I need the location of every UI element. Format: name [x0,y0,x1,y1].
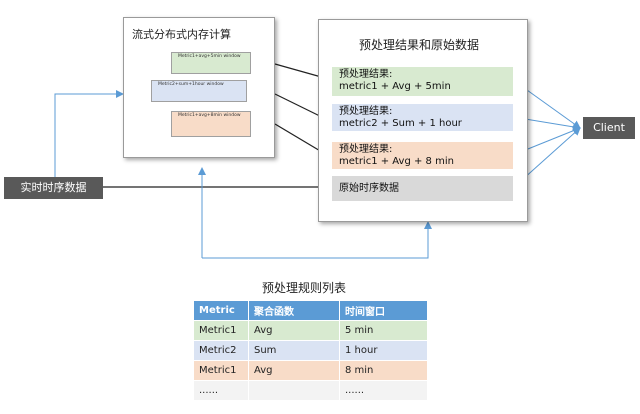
rules-header-row: Metric 聚合函数 时间窗口 [194,301,428,321]
raw-data-box: 原始时序数据 [332,176,513,201]
table-row: ...... ...... [194,381,428,401]
result-box-3: 预处理结果: metric1 + Avg + 8 min [332,142,513,169]
cell-metric: Metric1 [194,321,249,341]
window-box-2: Metric2+sum+1hour window [151,80,247,102]
result-1-text: metric1 + Avg + 5min [339,81,451,92]
cell-metric: Metric2 [194,341,249,361]
table-row: Metric2 Sum 1 hour [194,341,428,361]
rules-to-result-line [202,221,432,259]
cell-window: ...... [340,381,428,401]
cell-window: 5 min [340,321,428,341]
input-to-compute-line [54,90,124,178]
compute-panel-title: 流式分布式内存计算 [132,28,231,41]
result-3-text: metric1 + Avg + 8 min [339,156,454,167]
client-label: Client [583,117,635,139]
header-metric: Metric [194,301,249,321]
cell-aggregate: Avg [249,361,340,381]
result-panel-title: 预处理结果和原始数据 [359,38,480,52]
result-1-heading: 预处理结果: [339,69,393,80]
result-box-1: 预处理结果: metric1 + Avg + 5min [332,67,513,96]
rules-table: Metric 聚合函数 时间窗口 Metric1 Avg 5 min Metri… [194,301,428,401]
window-box-3: Metric1+avg+8min window [171,111,251,137]
cell-metric: ...... [194,381,249,401]
input-label: 实时时序数据 [4,177,103,199]
rules-title: 预处理规则列表 [262,281,347,295]
cell-aggregate: Sum [249,341,340,361]
result-2-heading: 预处理结果: [339,106,393,117]
window-box-1: Metric1+avg+5min window [171,52,251,74]
header-window: 时间窗口 [340,301,428,321]
table-row: Metric1 Avg 8 min [194,361,428,381]
cell-aggregate [249,381,340,401]
raw-data-label: 原始时序数据 [339,183,399,194]
cell-window: 1 hour [340,341,428,361]
result-3-heading: 预处理结果: [339,144,393,155]
result-box-2: 预处理结果: metric2 + Sum + 1 hour [332,104,513,131]
table-row: Metric1 Avg 5 min [194,321,428,341]
cell-aggregate: Avg [249,321,340,341]
cell-metric: Metric1 [194,361,249,381]
result-2-text: metric2 + Sum + 1 hour [339,118,462,129]
header-aggregate: 聚合函数 [249,301,340,321]
cell-window: 8 min [340,361,428,381]
